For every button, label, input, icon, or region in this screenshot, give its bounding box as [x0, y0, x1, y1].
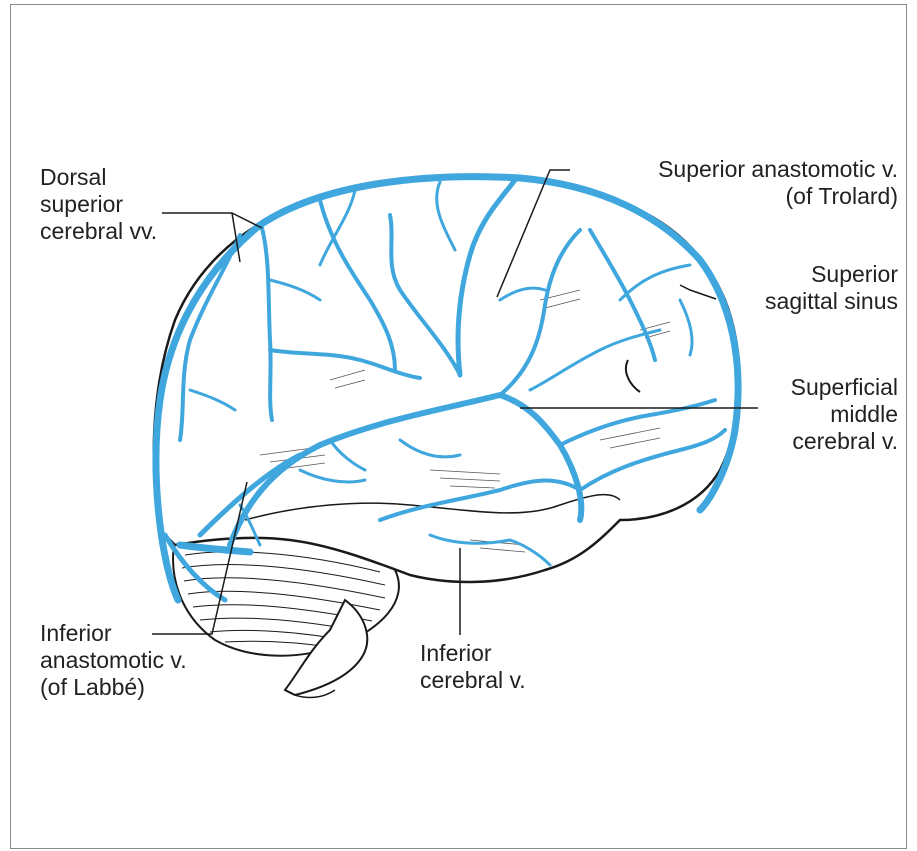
- label-line: sagittal sinus: [765, 288, 898, 315]
- label-inferior-anastomotic-vein: Inferior anastomotic v. (of Labbé): [40, 620, 187, 701]
- label-line: Inferior: [420, 640, 526, 667]
- label-line: cerebral v.: [791, 428, 898, 455]
- label-line: (of Trolard): [658, 183, 898, 210]
- label-line: Dorsal: [40, 164, 157, 191]
- label-superior-anastomotic-vein: Superior anastomotic v. (of Trolard): [658, 156, 898, 210]
- label-line: Inferior: [40, 620, 187, 647]
- label-line: cerebral v.: [420, 667, 526, 694]
- label-dorsal-superior-cerebral-veins: Dorsal superior cerebral vv.: [40, 164, 157, 245]
- label-line: superior: [40, 191, 157, 218]
- label-line: Superior: [765, 261, 898, 288]
- label-line: cerebral vv.: [40, 218, 157, 245]
- label-line: anastomotic v.: [40, 647, 187, 674]
- label-inferior-cerebral-vein: Inferior cerebral v.: [420, 640, 526, 694]
- label-line: (of Labbé): [40, 674, 187, 701]
- label-line: middle: [791, 401, 898, 428]
- label-superficial-middle-cerebral-vein: Superficial middle cerebral v.: [791, 374, 898, 455]
- label-line: Superior anastomotic v.: [658, 156, 898, 183]
- label-line: Superficial: [791, 374, 898, 401]
- label-superior-sagittal-sinus: Superior sagittal sinus: [765, 261, 898, 315]
